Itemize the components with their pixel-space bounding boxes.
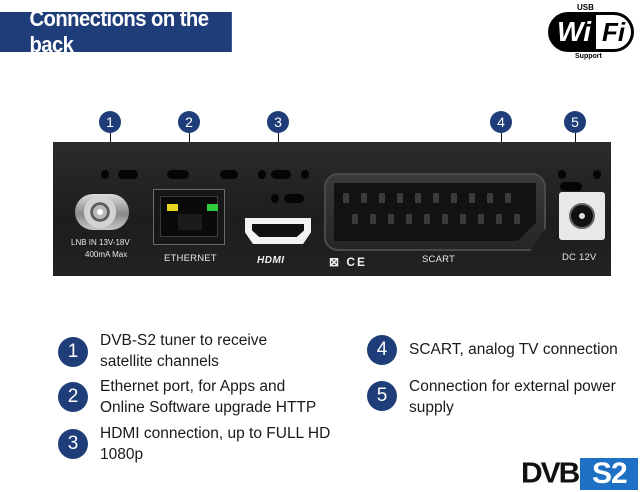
marker-1: 1 [99, 111, 121, 133]
page-title: Connections on the back [29, 6, 209, 57]
legend-text-5-line1: Connection for external power [409, 378, 616, 395]
scart-pin [433, 193, 439, 203]
scart-socket [334, 183, 536, 241]
marker-2: 2 [178, 111, 200, 133]
ethernet-led-yellow [167, 204, 178, 211]
s2-logo-box: S2 [580, 457, 639, 490]
scart-pin [424, 214, 430, 224]
scart-pin [343, 193, 349, 203]
legend-text-5: Connection for external power supply [409, 376, 616, 418]
legend-text-2-line2: Online Software upgrade HTTP [100, 399, 317, 416]
dvb-logo-text: DVB [521, 457, 580, 490]
wifi-badge-wi: Wi [548, 12, 596, 52]
vent [560, 182, 582, 191]
wifi-badge-top: USB [577, 3, 594, 12]
ethernet-led-green [207, 204, 218, 211]
legend-text-4-line1: SCART, analog TV connection [409, 341, 618, 358]
legend-text-3: HDMI connection, up to FULL HD 1080p [100, 423, 330, 465]
scart-pin [406, 214, 412, 224]
title-banner: Connections on the back [0, 6, 232, 57]
scart-pin [514, 214, 520, 224]
legend-number-5: 5 [367, 381, 397, 411]
scart-pin [397, 193, 403, 203]
legend-item-2: 2 Ethernet port, for Apps and Online Sof… [58, 376, 316, 418]
legend-text-4: SCART, analog TV connection [409, 339, 618, 360]
scart-pin [451, 193, 457, 203]
lnb-connector-pin [97, 209, 103, 215]
vent [258, 170, 266, 179]
scart-pin [496, 214, 502, 224]
vent [220, 170, 238, 179]
scart-pin [352, 214, 358, 224]
scart-pin [478, 214, 484, 224]
ethernet-label: ETHERNET [164, 253, 217, 264]
ethernet-slot [178, 214, 202, 230]
marker-5: 5 [564, 111, 586, 133]
lnb-f-connector [75, 194, 129, 230]
wifi-usb-logo: USB Wi Fi Support [545, 2, 637, 64]
certification-marks: ⊠ CE [329, 255, 368, 269]
vent [301, 170, 309, 179]
ethernet-port [153, 189, 225, 245]
scart-pin [370, 214, 376, 224]
legend-number-3: 3 [58, 429, 88, 459]
vent [118, 170, 138, 179]
legend-text-1-line2: satellite channels [100, 353, 219, 370]
legend-text-2-line1: Ethernet port, for Apps and [100, 378, 286, 395]
legend-item-1: 1 DVB-S2 tuner to receive satellite chan… [58, 330, 267, 372]
scart-pin [487, 193, 493, 203]
legend-text-3-line2: 1080p [100, 446, 144, 463]
scart-pin [379, 193, 385, 203]
dc-jack-hole [569, 203, 595, 229]
ethernet-socket [160, 196, 218, 237]
device-back-panel: LNB IN 13V-18V 400mA Max ETHERNET HDMI S… [53, 142, 611, 276]
legend-text-5-line2: supply [409, 399, 454, 416]
lnb-label-line2: 400mA Max [85, 250, 128, 259]
legend-text-3-line1: HDMI connection, up to FULL HD [100, 425, 331, 442]
scart-pin [388, 214, 394, 224]
legend-text-2: Ethernet port, for Apps and Online Softw… [100, 376, 316, 418]
lnb-label-line1: LNB IN 13V-18V [71, 238, 130, 247]
vent [271, 194, 279, 203]
vent [167, 170, 189, 179]
scart-pin [361, 193, 367, 203]
legend-text-1-line1: DVB-S2 tuner to receive [100, 332, 268, 349]
wifi-badge-fi: Fi [596, 12, 634, 52]
legend-number-4: 4 [367, 335, 397, 365]
dc-power-jack [559, 192, 605, 240]
legend-number-1: 1 [58, 337, 88, 367]
legend-item-3: 3 HDMI connection, up to FULL HD 1080p [58, 423, 330, 465]
vent [284, 194, 304, 203]
wifi-badge-bottom: Support [575, 53, 602, 60]
dc-label: DC 12V [562, 252, 597, 263]
scart-label: SCART [422, 254, 456, 265]
lnb-connector-nut [84, 196, 116, 228]
legend-number-2: 2 [58, 382, 88, 412]
legend-item-4: 4 SCART, analog TV connection [367, 335, 618, 365]
marker-4: 4 [490, 111, 512, 133]
scart-pin [505, 193, 511, 203]
legend-item-5: 5 Connection for external power supply [367, 376, 616, 418]
vent [558, 170, 566, 179]
hdmi-label: HDMI [257, 255, 285, 266]
scart-pin [442, 214, 448, 224]
vent [271, 170, 291, 179]
lnb-label: LNB IN 13V-18V 400mA Max [71, 237, 161, 261]
dvb-s2-logo: DVB S2 [521, 457, 639, 490]
marker-3: 3 [267, 111, 289, 133]
dc-jack-pin [579, 213, 585, 219]
vent [593, 170, 601, 179]
scart-pin [415, 193, 421, 203]
scart-pin [460, 214, 466, 224]
scart-pin [469, 193, 475, 203]
legend-text-1: DVB-S2 tuner to receive satellite channe… [100, 330, 267, 372]
hdmi-socket [252, 224, 304, 237]
vent [101, 170, 109, 179]
